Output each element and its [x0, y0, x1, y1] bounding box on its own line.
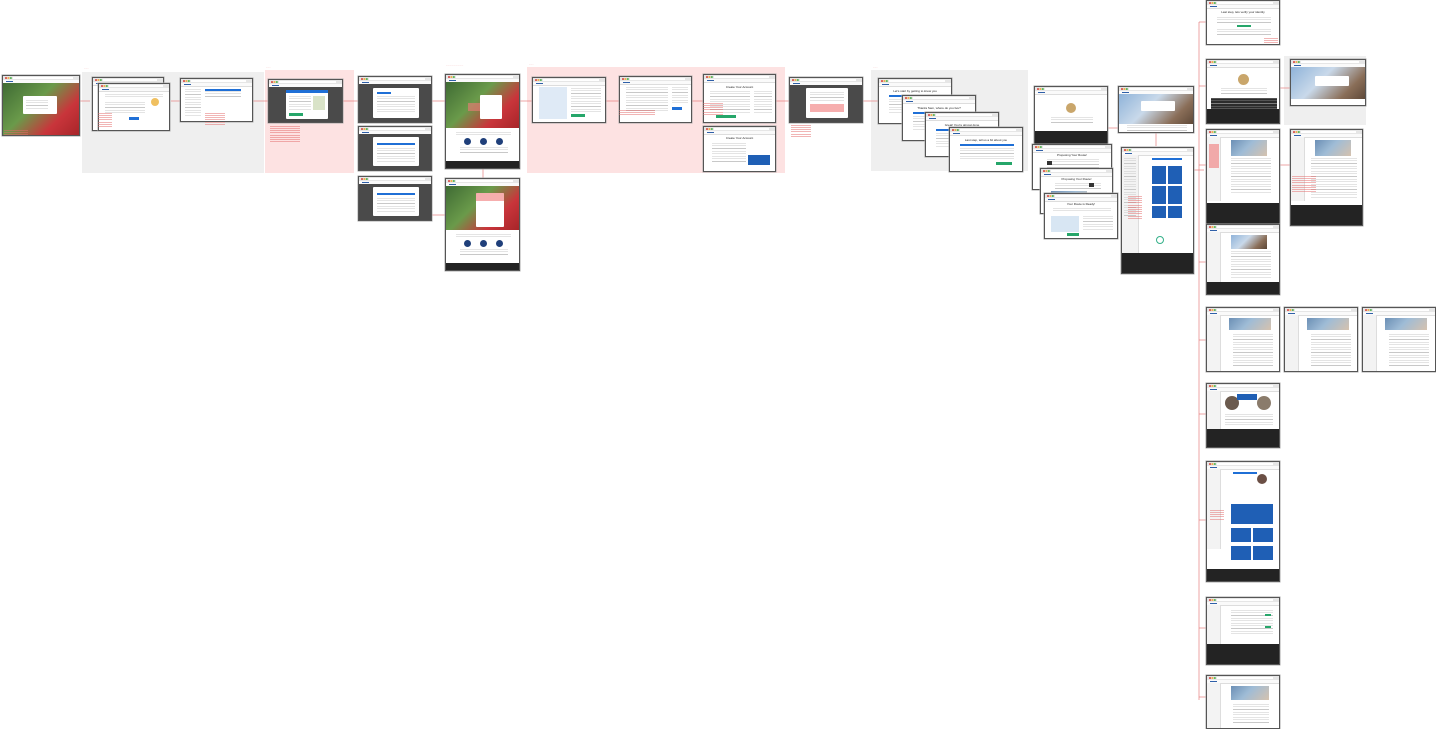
continue-button[interactable]: [129, 117, 139, 120]
screen-modal-dark[interactable]: [268, 79, 343, 123]
annotation: [619, 110, 655, 116]
group-label: ·······: [266, 67, 271, 69]
screen-dashboard-hero[interactable]: [1118, 86, 1194, 133]
group-label: ·······: [529, 64, 534, 66]
screen-list-b[interactable]: [1284, 307, 1358, 372]
screen-title: Proposing Your Route!: [1061, 177, 1092, 181]
screen-hero-right[interactable]: [1290, 59, 1366, 106]
screen-title: Your Route is Ready!: [1066, 202, 1096, 206]
annotation: [1292, 176, 1316, 192]
screen-listing-3[interactable]: [1206, 224, 1280, 295]
screen-dark-modal-2[interactable]: [789, 77, 863, 123]
annotation: [205, 113, 225, 125]
screen-title: Proposing Your Route!: [1056, 153, 1088, 157]
screen-title: Great! You're almost done: [944, 123, 980, 127]
screen-proposal-ready[interactable]: Your Route is Ready!: [1044, 193, 1118, 239]
annotation: [791, 125, 811, 137]
screen-create-account-2[interactable]: Create Your Account: [703, 126, 776, 172]
screen-dark-1[interactable]: [358, 76, 432, 123]
screen-people[interactable]: [1206, 383, 1280, 448]
screen-title: Let's start by getting to know you: [893, 89, 937, 93]
screen-signup-form[interactable]: [98, 83, 170, 131]
screen-profile[interactable]: [1034, 86, 1108, 145]
annotation: [703, 103, 723, 115]
screen-home-1[interactable]: [445, 74, 520, 169]
screen-dark-3[interactable]: [358, 176, 432, 221]
screen-title: Thanks Sam, where do you live?: [917, 106, 961, 110]
screen-title: Create Your Account: [725, 85, 754, 89]
screen-list-a[interactable]: [1206, 307, 1280, 372]
annotation: [4, 130, 28, 136]
screen-title: Last step, tell us a bit about you: [964, 138, 1008, 142]
screen-listing-1[interactable]: [1206, 129, 1280, 226]
group-label: ··························: [446, 65, 464, 67]
screen-account-form[interactable]: [532, 77, 606, 123]
screen-dashboard-profile[interactable]: [1206, 59, 1280, 124]
group-label: ·······: [84, 68, 89, 70]
annotation: [1128, 196, 1142, 220]
screen-home-2[interactable]: [445, 178, 520, 271]
group-label: ·······: [873, 67, 878, 69]
annotation: [270, 126, 300, 142]
screen-question-4[interactable]: Last step, tell us a bit about you: [949, 127, 1023, 172]
screen-verify[interactable]: Last step, lets verify your identity: [1206, 0, 1280, 45]
screen-dark-2[interactable]: [358, 126, 432, 171]
screen-listing-2[interactable]: [1290, 129, 1363, 226]
screen-title: Last step, lets verify your identity: [1221, 10, 1265, 14]
screen-settings[interactable]: [1206, 597, 1280, 665]
screen-create-account-1[interactable]: Create Your Account: [703, 74, 776, 123]
screen-article[interactable]: [1206, 675, 1280, 729]
annotation: [98, 113, 112, 127]
screen-account-confirm[interactable]: [619, 76, 692, 123]
screen-title: Create Your Account: [725, 136, 754, 140]
screen-advisor[interactable]: [1206, 461, 1280, 582]
annotation: [1264, 38, 1278, 44]
annotation: [1210, 510, 1224, 520]
screen-landing-modal[interactable]: [2, 75, 80, 136]
screen-list-c[interactable]: [1362, 307, 1436, 372]
